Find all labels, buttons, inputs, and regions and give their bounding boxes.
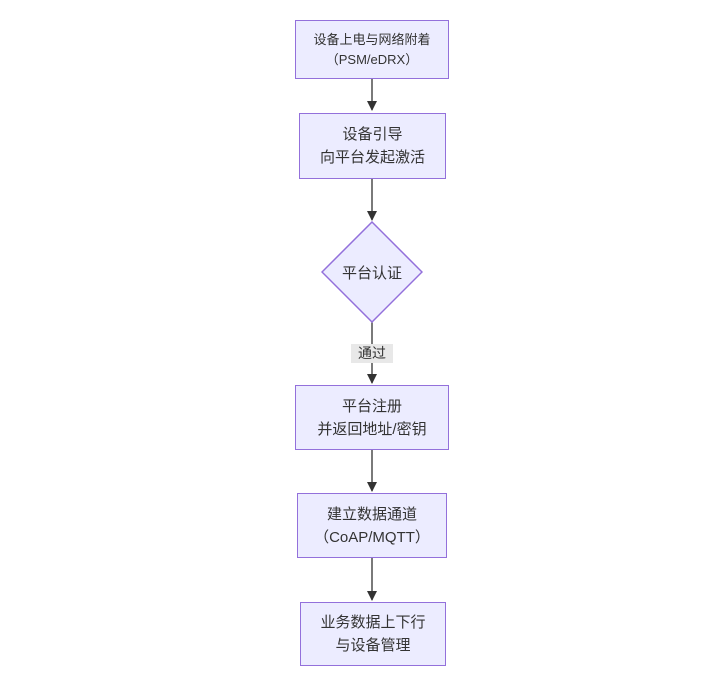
node-text-line: （CoAP/MQTT） — [314, 528, 430, 546]
node-text-line: 并返回地址/密钥 — [317, 420, 427, 438]
flow-node-platform-auth: 平台认证 — [321, 221, 423, 323]
edge-label-pass: 通过 — [351, 344, 393, 363]
node-text-line: 建立数据通道 — [326, 505, 417, 523]
node-text-line: 平台认证 — [341, 264, 402, 282]
flow-node-business-data: 业务数据上下行 与设备管理 — [300, 602, 446, 666]
node-text-line: （PSM/eDRX） — [325, 51, 419, 67]
diamond-shape — [321, 221, 423, 323]
node-text-line: 设备上电与网络附着 — [313, 31, 431, 47]
flow-node-bootstrap: 设备引导 向平台发起激活 — [299, 113, 446, 179]
node-text-line: 与设备管理 — [335, 637, 411, 654]
flow-node-power-attach: 设备上电与网络附着 （PSM/eDRX） — [295, 20, 449, 79]
node-text-line: 平台注册 — [341, 397, 402, 415]
flow-node-platform-register: 平台注册 并返回地址/密钥 — [295, 385, 449, 450]
node-text-line: 向平台发起激活 — [319, 149, 425, 166]
flow-node-data-channel: 建立数据通道 （CoAP/MQTT） — [297, 493, 447, 558]
node-text-line: 设备引导 — [342, 126, 403, 143]
node-text-line: 业务数据上下行 — [320, 614, 426, 631]
